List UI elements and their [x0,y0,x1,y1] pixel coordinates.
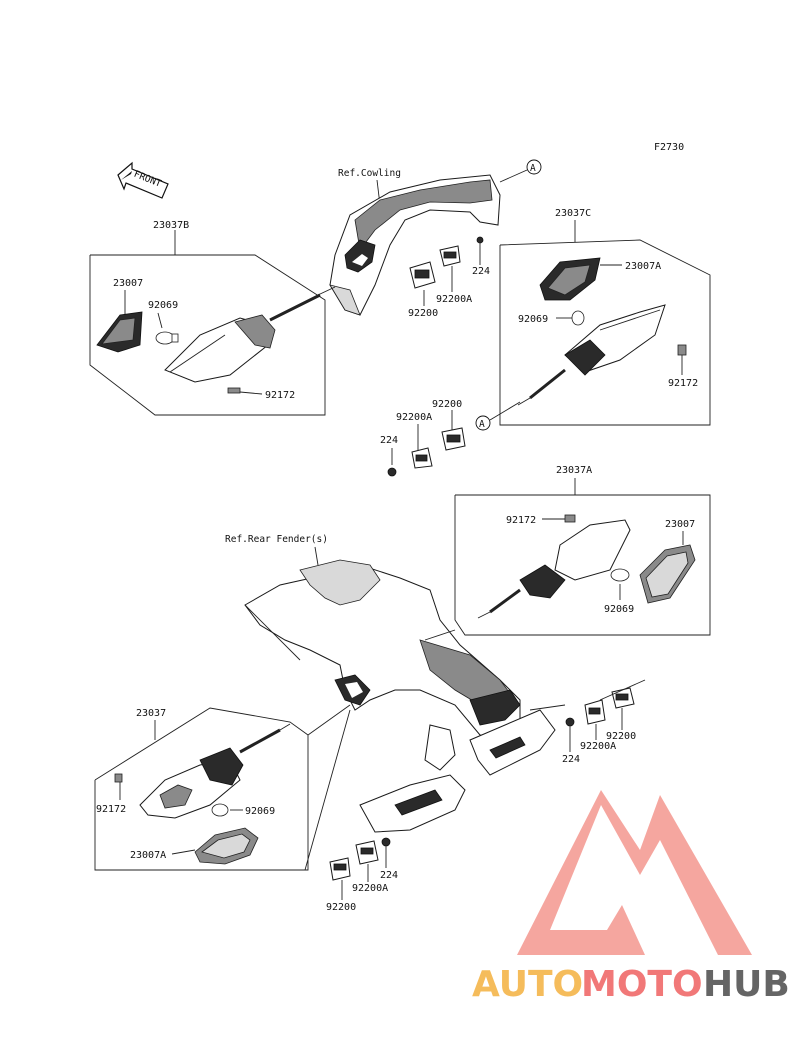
rear-left-assembly-group: 23037 92172 92069 23007A [94,704,351,871]
rear-right-bracket-set: 224 92200A 92200 [529,679,646,765]
part-23007a: 23007A [625,261,661,272]
part-92069-rear-left: 92069 [245,806,275,817]
part-23037c: 23037C [555,208,591,219]
part-92069-front-right: 92069 [518,314,548,325]
part-23007a-rear-left: 23007A [130,850,166,861]
part-92172-front-right: 92172 [668,378,698,389]
automotohub-watermark: AUTO MOTO HUB [472,790,790,1005]
callout-a-lower: A [475,401,521,431]
part-92069: 92069 [148,300,178,311]
ref-cowling-label: Ref.Cowling [338,168,401,179]
part-92200-rear-right: 92200 [606,731,636,742]
part-92200-rear-left: 92200 [326,902,356,913]
part-92200a-lower: 92200A [396,412,432,423]
front-right-assembly-group: 23037C 23007A 92069 92172 [499,208,711,426]
part-224-rear-left: 224 [380,870,398,881]
callout-a-upper: A [499,159,542,183]
part-92172-rear-left: 92172 [96,804,126,815]
part-224-upper: 224 [472,266,490,277]
front-arrow-icon: FRONT [117,161,169,199]
part-92200-upper: 92200 [408,308,438,319]
cowling-part [329,174,501,316]
part-92172-rear-right: 92172 [506,515,536,526]
automotohub-logo-icon [517,790,752,955]
svg-text:A: A [479,419,485,430]
watermark-moto: MOTO [581,964,703,1005]
part-92200-lower: 92200 [432,399,462,410]
part-23007-rear-right: 23007 [665,519,695,530]
part-92172: 92172 [265,390,295,401]
part-23037: 23037 [136,708,166,719]
watermark-auto: AUTO [472,964,583,1005]
rear-right-assembly-group: 23037A 92172 23007 92069 [424,465,711,641]
watermark-hub: HUB [703,964,790,1005]
figure-code: F2730 [654,142,684,153]
ref-rear-fender-label: Ref.Rear Fender(s) [225,534,328,545]
part-23037b: 23037B [153,220,189,231]
rear-fender-part [244,559,556,833]
part-23037a: 23037A [556,465,592,476]
part-92069-rear-right: 92069 [604,604,634,615]
part-92200a-rear-left: 92200A [352,883,388,894]
part-224-rear-right: 224 [562,754,580,765]
part-92200a-rear-right: 92200A [580,741,616,752]
front-left-assembly-group: 23037B 23007 92069 92172 [89,220,336,416]
part-92200a-upper: 92200A [436,294,472,305]
front-lower-bracket-set: 92200 92200A 224 [380,399,466,477]
front-upper-bracket-set: 224 92200A 92200 [408,236,490,319]
rear-left-bracket-set: 224 92200A 92200 [326,837,398,913]
part-23007: 23007 [113,278,143,289]
svg-text:A: A [530,163,536,174]
part-224-lower: 224 [380,435,398,446]
